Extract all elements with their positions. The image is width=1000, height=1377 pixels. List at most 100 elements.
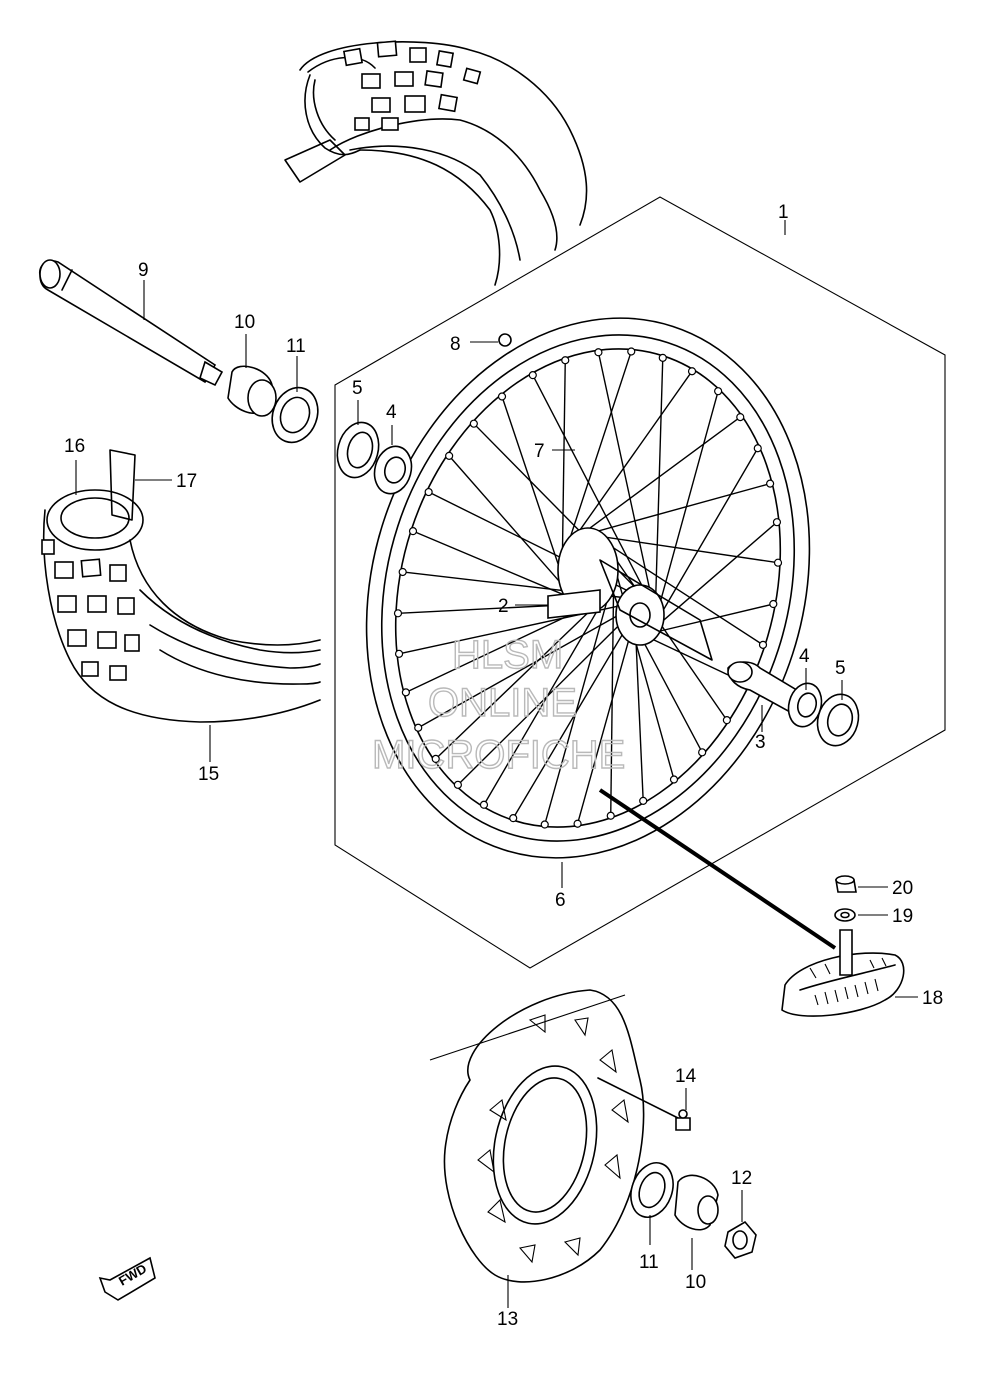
spoke — [576, 636, 631, 824]
spoke-nipple — [424, 487, 433, 497]
callout-12: 12 — [731, 1168, 752, 1189]
seal-11-upper — [271, 386, 319, 444]
spoke-nipple — [509, 814, 518, 823]
spoke-nipple — [758, 640, 768, 649]
valve-washer-19 — [834, 908, 856, 922]
callout-17: 17 — [176, 471, 197, 492]
axle-nut-12 — [724, 1220, 757, 1259]
spoke-nipple — [469, 419, 478, 428]
valve-nut-20 — [835, 875, 857, 893]
spoke — [512, 630, 625, 819]
callout-labels: 1 2 3 4 4 5 5 6 7 8 9 10 10 11 11 12 13 … — [64, 202, 943, 1330]
watermark-line-3: MICROFICHE — [372, 733, 625, 777]
spoke — [483, 596, 606, 806]
disc-cutouts — [477, 1014, 629, 1264]
callout-5-left: 5 — [352, 378, 363, 399]
spoke-nipple — [497, 392, 507, 401]
callout-20: 20 — [892, 878, 913, 899]
spoke-nipple — [772, 518, 782, 527]
callout-15: 15 — [198, 764, 219, 785]
rim-plug-8 — [498, 333, 512, 347]
seal-5-left — [336, 421, 380, 479]
spoke-nipple — [753, 444, 762, 453]
spoke-nipple — [736, 413, 745, 422]
collar-10-upper — [227, 365, 277, 417]
spoke-nipples — [393, 347, 783, 829]
tube-ribs — [809, 957, 887, 1006]
spoke — [610, 575, 615, 816]
callout-1: 1 — [778, 202, 789, 223]
spoke-nipple — [431, 754, 440, 763]
spoke — [544, 586, 612, 825]
spoke-nipple — [445, 451, 454, 460]
brake-disc-13 — [429, 989, 645, 1283]
callout-13: 13 — [497, 1309, 518, 1330]
spoke — [448, 455, 567, 590]
watermark: HLSM ONLINE MICROFICHE — [371, 632, 626, 777]
callout-7: 7 — [534, 441, 545, 462]
bearing-4-left — [373, 445, 413, 495]
bearing-4-right — [787, 682, 823, 728]
spoke — [578, 416, 741, 538]
spoke-nipple — [393, 609, 403, 618]
spoke-nipple — [766, 479, 775, 488]
spoke — [654, 357, 664, 599]
callout-18: 18 — [922, 988, 943, 1009]
spoke — [658, 390, 719, 607]
callout-4-right: 4 — [799, 646, 810, 667]
spoke-nipple — [453, 780, 462, 789]
callout-6: 6 — [555, 890, 566, 911]
callout-16: 16 — [64, 436, 85, 457]
spacer-2 — [547, 589, 601, 619]
spoke-nipple — [398, 567, 407, 577]
spoke-nipple — [687, 367, 697, 376]
spoke — [635, 640, 644, 801]
spoke-nipple — [773, 558, 783, 567]
spoke — [417, 613, 621, 729]
callout-5-right: 5 — [835, 658, 846, 679]
spoke — [596, 535, 779, 564]
spoke-nipple — [479, 800, 489, 809]
wheel-assembly-outline — [334, 196, 946, 969]
callout-14: 14 — [675, 1066, 697, 1087]
spoke-nipple — [594, 348, 603, 357]
spoke-nipple — [722, 716, 731, 725]
spoke-nipple — [669, 775, 679, 784]
spoke — [658, 521, 778, 626]
spoke — [597, 352, 652, 593]
seal-5-right — [816, 693, 860, 747]
spoke-nipple — [658, 353, 667, 362]
callout-10-lower: 10 — [685, 1272, 706, 1293]
seal-11-lower — [630, 1162, 674, 1218]
spoke — [659, 447, 759, 617]
callout-2: 2 — [498, 596, 509, 617]
tube-18 — [781, 929, 905, 1017]
spoke-nipple — [394, 649, 404, 658]
callout-11-lower: 11 — [639, 1252, 659, 1273]
spoke-nipple — [540, 820, 549, 829]
spoke — [435, 602, 599, 760]
callout-10-upper: 10 — [234, 312, 255, 333]
spoke-nipple — [714, 387, 723, 396]
spoke — [570, 370, 693, 544]
spoke — [642, 640, 703, 753]
spoke — [654, 603, 774, 633]
spoke — [412, 530, 573, 599]
spoke — [603, 541, 764, 646]
spoke-nipple — [573, 819, 582, 828]
spoke — [561, 360, 566, 565]
spoke-nipple — [408, 527, 418, 536]
tire-knobs-top — [342, 40, 482, 131]
spoke-nipple — [769, 599, 778, 609]
front-axle-9 — [38, 259, 224, 387]
callout-11-upper: 11 — [286, 336, 306, 357]
callout-19: 19 — [892, 906, 913, 927]
watermark-line-2: ONLINE — [428, 681, 577, 725]
spoke-nipple — [606, 811, 615, 820]
disc-bolt-14 — [597, 1077, 691, 1131]
spoke — [564, 351, 632, 554]
spoke-nipple — [639, 796, 648, 805]
watermark-line-1: HLSM — [452, 633, 563, 677]
forward-direction-icon: FWD — [98, 1256, 156, 1301]
